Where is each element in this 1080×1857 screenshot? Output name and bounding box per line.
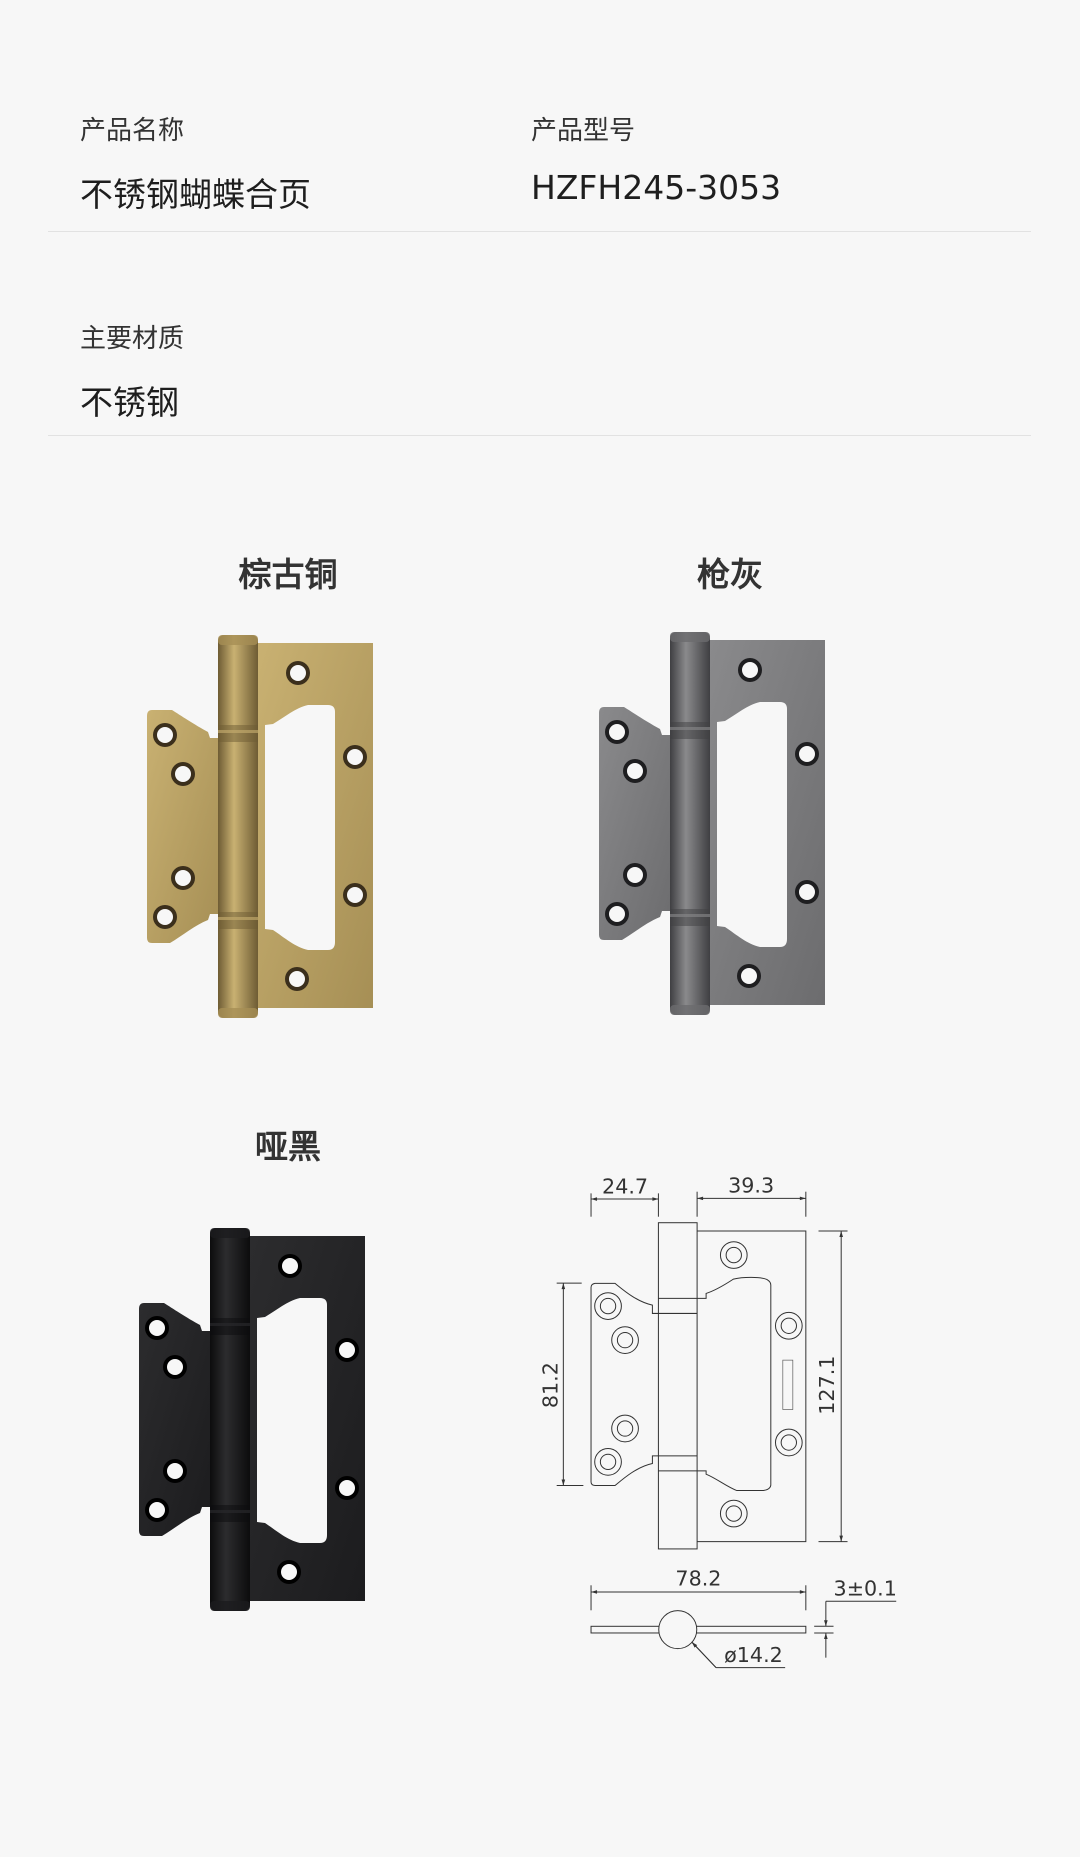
model-label: 产品型号 (531, 116, 636, 146)
hinge-right-leaf (250, 1236, 365, 1601)
diagram-screw-holes (594, 1241, 803, 1528)
hinge-image-gun-gray (599, 632, 825, 1015)
diagram-right-leaf (697, 1230, 807, 1543)
divider (48, 435, 1031, 436)
hinge-left-leaf (599, 707, 670, 940)
diagram-top-view-leaf (590, 1625, 807, 1634)
divider (48, 231, 1031, 232)
dim-pin-diameter: ø14.2 (724, 1643, 783, 1667)
product-name-value: 不锈钢蝴蝶合页 (80, 175, 311, 214)
dim-left-leaf-height: 81.2 (540, 1362, 562, 1408)
dim-thickness: 3±0.1 (834, 1576, 897, 1600)
material-label: 主要材质 (80, 324, 185, 354)
product-name-label: 产品名称 (80, 116, 185, 146)
finish-title-antique-bronze: 棕古铜 (238, 555, 338, 594)
hinge-pin (210, 1228, 250, 1611)
hinge-left-leaf (139, 1303, 210, 1536)
dim-left-leaf-width: 24.7 (602, 1174, 648, 1198)
hinge-image-matte-black (139, 1228, 365, 1611)
hinge-right-leaf (258, 643, 373, 1008)
hinge-pin (218, 635, 258, 1018)
hinge-right-leaf (710, 640, 825, 1005)
hinge-image-antique-bronze (147, 635, 373, 1018)
diagram-left-leaf (590, 1282, 659, 1487)
material-value: 不锈钢 (80, 383, 179, 422)
hinge-left-leaf (147, 710, 218, 943)
dim-height: 127.1 (815, 1356, 839, 1415)
hinge-pin (670, 632, 710, 1015)
diagram-top-view-pin (658, 1610, 698, 1650)
finish-title-matte-black: 哑黑 (255, 1127, 321, 1166)
dimension-diagram: 24.7 39.3 127.1 81.2 78.2 3±0.1 ø14.2 (540, 1174, 897, 1669)
dim-total-width: 78.2 (675, 1566, 721, 1590)
model-value: HZFH245-3053 (531, 168, 782, 207)
finish-title-gun-gray: 枪灰 (697, 555, 763, 594)
diagram-pin (657, 1222, 698, 1550)
dim-right-leaf-width: 39.3 (728, 1174, 774, 1198)
